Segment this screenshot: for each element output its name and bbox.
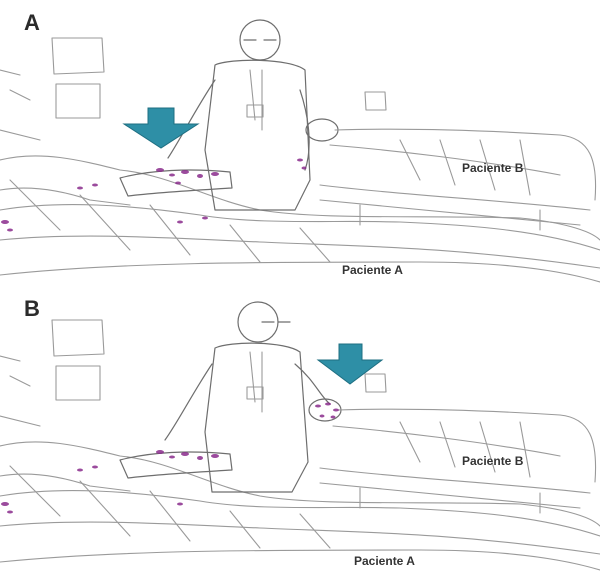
- doctor-right-arm: [299, 89, 310, 171]
- patient-b-label: Paciente B: [462, 454, 524, 468]
- panel-a: A Paciente B Paciente A: [0, 10, 600, 283]
- doctor-coat: [204, 59, 311, 211]
- monitor-right: [364, 91, 387, 111]
- patient-a-label: Paciente A: [354, 554, 415, 568]
- contamination-marks-b: [1, 402, 339, 514]
- panel-letter-a: A: [24, 10, 40, 35]
- contamination-marks-a: [1, 158, 307, 232]
- arrow-indicator-b: [316, 343, 384, 385]
- panel-b: B Paciente B Paciente A: [0, 286, 600, 572]
- patient-b-head: [305, 118, 339, 142]
- doctor-left-arm: [167, 79, 216, 159]
- arrow-indicator-a: [122, 107, 200, 149]
- scene-illustration-a: [0, 19, 600, 283]
- patient-b-body: [334, 128, 597, 201]
- monitor-left: [51, 37, 105, 75]
- patient-b-label: Paciente B: [462, 161, 524, 175]
- monitor-left-lower: [55, 83, 101, 119]
- doctor-arm-reaching: [294, 363, 331, 405]
- scene-illustration-b: [0, 301, 600, 571]
- patient-a-label: Paciente A: [342, 263, 403, 277]
- bed-b-frame: [319, 184, 591, 211]
- patient-a-arm: [119, 169, 233, 197]
- panel-letter-b: B: [24, 296, 40, 321]
